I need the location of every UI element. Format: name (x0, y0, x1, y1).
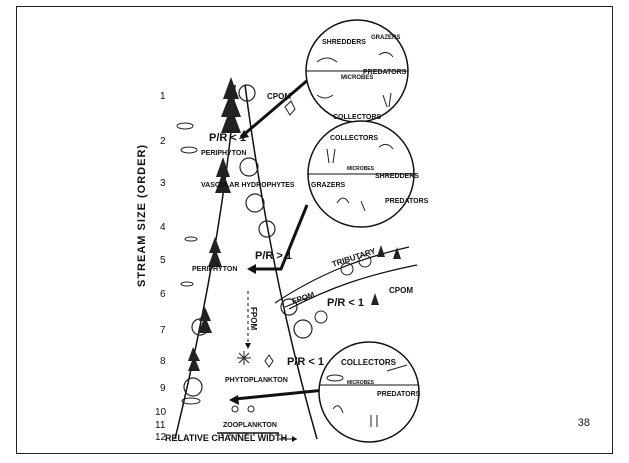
tick-8: 8 (160, 356, 166, 367)
arrow-circle1 (241, 79, 309, 137)
community-circle-1: SHREDDERS GRAZERS MICROBES PREDATORS COL… (306, 20, 408, 122)
deciduous-tree-icon (246, 194, 264, 212)
tick-1: 1 (160, 91, 166, 102)
tick-7: 7 (160, 325, 166, 336)
c2-shredders: SHREDDERS (375, 173, 419, 180)
leaf-icon (285, 101, 295, 115)
pr-low-label: P/R < 1 (287, 356, 324, 368)
tick-6: 6 (160, 289, 166, 300)
cpom-trib-label: CPOM (389, 286, 413, 295)
c3-microbes: MICROBES (347, 380, 375, 386)
x-axis-arrowhead (292, 436, 297, 442)
conifer-icon (198, 307, 212, 333)
conifer-icon (371, 293, 379, 305)
right-bank (245, 85, 317, 439)
axis-label: STREAM SIZE (ORDER) (136, 144, 148, 287)
deciduous-tree-icon (240, 158, 258, 176)
arrowhead (229, 395, 239, 405)
tick-3: 3 (160, 178, 166, 189)
c1-predators: PREDATORS (363, 69, 407, 76)
periphyton-mid-label: PERIPHYTON (192, 266, 237, 273)
fpom-vertical-label: FPOM (249, 307, 258, 330)
c2-predators: PREDATORS (385, 198, 429, 205)
pr-trib-label: P/R < 1 (327, 297, 364, 309)
fish-group (177, 123, 200, 404)
conifer-icon (377, 245, 385, 257)
c2-collectors: COLLECTORS (330, 135, 378, 142)
c1-grazers: GRAZERS (371, 35, 400, 41)
diatom-icon (265, 355, 273, 367)
conifer-icon (188, 347, 200, 371)
tick-5: 5 (160, 255, 166, 266)
left-bank-trees (188, 77, 241, 371)
tick-4: 4 (160, 222, 166, 233)
page-number: 38 (578, 417, 590, 429)
conifer-icon (221, 77, 241, 133)
tick-10: 10 (155, 407, 167, 418)
vascular-label: VASCULAR HYDROPHYTES (201, 182, 295, 189)
tributary-deciduous (315, 255, 371, 323)
zooplankton-icon (232, 406, 238, 412)
deciduous-tree-icon (315, 311, 327, 323)
deciduous-tree-icon (294, 320, 312, 338)
fish-icon (177, 123, 193, 129)
tick-2: 2 (160, 136, 166, 147)
community-circle-2: COLLECTORS MICROBES SHREDDERS GRAZERS PR… (308, 121, 429, 227)
phytoplankton-label: PHYTOPLANKTON (225, 377, 288, 384)
zooplankton-icon (248, 406, 254, 412)
tick-11: 11 (155, 420, 166, 431)
x-axis-label: RELATIVE CHANNEL WIDTH (165, 433, 287, 443)
deciduous-tree-icon (341, 263, 353, 275)
community-circle-3: COLLECTORS MICROBES PREDATORS (319, 342, 421, 442)
slide: STREAM SIZE (ORDER) 1 2 3 4 5 6 7 8 9 10… (16, 6, 613, 454)
c3-collectors: COLLECTORS (341, 358, 397, 367)
axis-ticks: 1 2 3 4 5 6 7 8 9 10 11 12 (155, 91, 167, 443)
fish-icon (185, 237, 197, 241)
c1-shredders: SHREDDERS (322, 39, 366, 46)
arrowhead (247, 264, 256, 274)
zooplankton-label: ZOOPLANKTON (223, 422, 277, 429)
periphyton-top-label: PERIPHYTON (201, 150, 246, 157)
c3-predators: PREDATORS (377, 391, 421, 398)
c2-microbes: MICROBES (347, 166, 375, 172)
conifer-icon (208, 237, 222, 267)
c2-grazers: GRAZERS (311, 182, 346, 189)
c1-collectors: COLLECTORS (333, 114, 381, 121)
phytoplankton-icon (237, 351, 251, 365)
tick-9: 9 (160, 383, 166, 394)
fish-icon (181, 282, 193, 286)
river-continuum-diagram: STREAM SIZE (ORDER) 1 2 3 4 5 6 7 8 9 10… (17, 7, 614, 455)
fpom-arrowhead (245, 343, 251, 349)
fish-icon (181, 147, 197, 153)
